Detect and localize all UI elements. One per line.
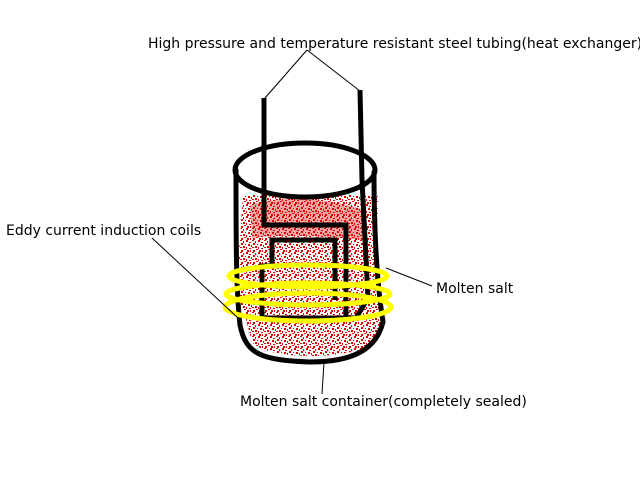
container-leader [321,361,325,395]
coil-ring [226,262,390,290]
coil-ring [222,290,394,324]
coil-ring [223,280,393,308]
container-bottom [237,319,386,365]
container-rim [232,140,378,200]
container-right-wall [371,169,386,325]
salt-leader [385,267,433,287]
coils-leader [151,237,239,319]
tubing-outlet [259,89,371,321]
tubing-inlet [261,98,349,318]
molten-salt-label: Molten salt [436,281,514,297]
molten-salt-blob [250,198,365,240]
tubing-leader-right [306,49,361,92]
tubing-leader-left [264,49,308,99]
induction-coils [222,262,394,324]
leader-lines [151,49,433,395]
tubing-label: High pressure and temperature resistant … [148,36,640,52]
coils-label: Eddy current induction coils [6,223,202,239]
heat-exchanger-tubing [259,89,371,321]
container-label: Molten salt container(completely sealed) [240,394,527,410]
